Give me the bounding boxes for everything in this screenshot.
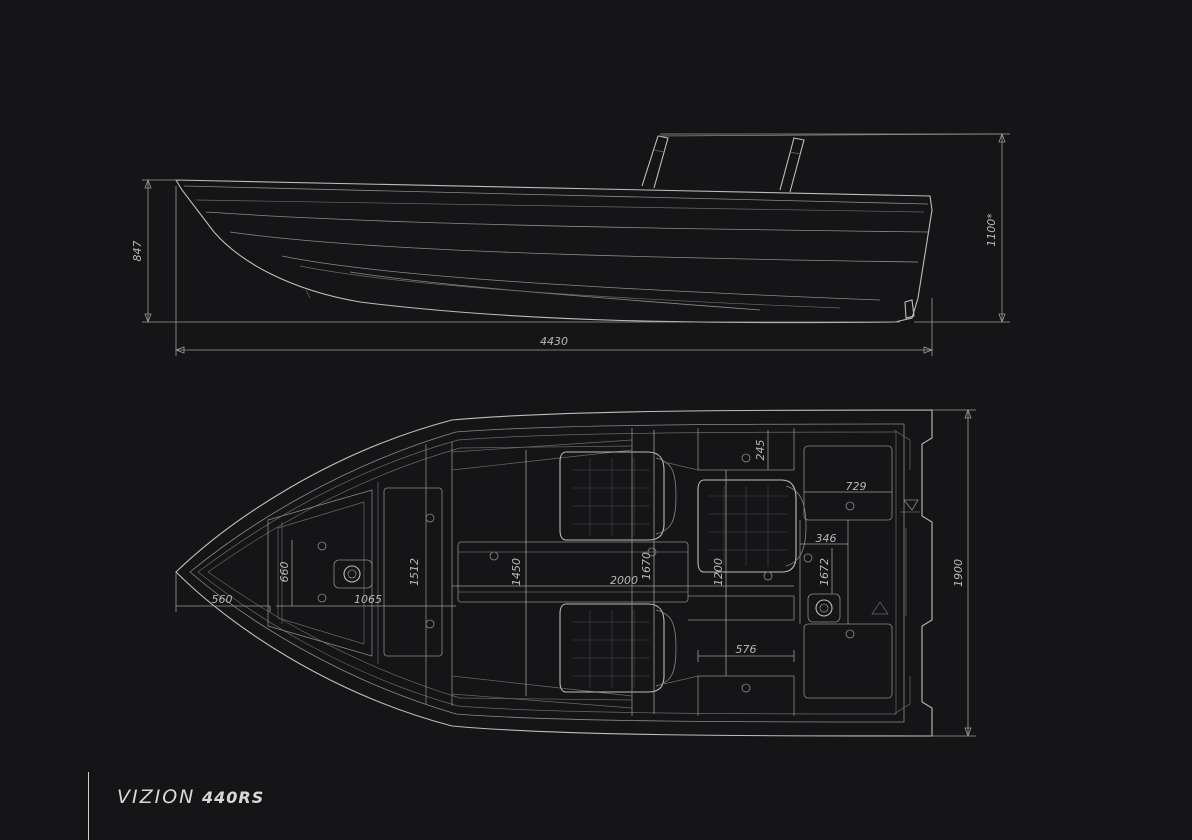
dim-transom-width-label: 1672 bbox=[818, 558, 831, 586]
dim-seat-gap-label: 576 bbox=[736, 643, 757, 656]
dim-bow-hatch-length-label: 1065 bbox=[354, 593, 382, 606]
dim-stern-gap-label: 346 bbox=[816, 532, 837, 545]
brand-divider: VIZION 440RS bbox=[88, 772, 89, 840]
seat-front-starboard bbox=[560, 604, 676, 692]
plan-view: 1900 560 660 1065 1512 1450 2000 1670 12… bbox=[176, 410, 976, 736]
side-view: 4430 847 1100* bbox=[131, 134, 1010, 356]
brand-model: 440RS bbox=[202, 788, 264, 807]
center-bench bbox=[458, 542, 688, 602]
dim-beam-label: 1900 bbox=[952, 559, 965, 587]
side-console-post-rear bbox=[780, 138, 804, 192]
dim-stern-hatch-label: 729 bbox=[846, 480, 867, 493]
side-strake-2 bbox=[230, 232, 918, 262]
plan-gunwale-inner bbox=[190, 424, 904, 722]
seat-front-port bbox=[560, 452, 676, 540]
dim-floor-length-label: 2000 bbox=[610, 574, 638, 587]
side-console-post-front bbox=[642, 136, 668, 188]
side-strake-4 bbox=[350, 272, 760, 310]
dim-deck-width-label: 1670 bbox=[640, 552, 653, 580]
dim-bow-offset-label: 560 bbox=[212, 593, 233, 606]
dim-bow-hatch-width-label: 660 bbox=[278, 562, 291, 583]
dim-console-height-label: 1100* bbox=[985, 213, 998, 247]
dim-height-label: 847 bbox=[131, 241, 144, 262]
stern-hatch-starboard bbox=[804, 624, 892, 698]
dim-bench-width-label: 1450 bbox=[510, 558, 523, 586]
dim-center-hatch-label: 1512 bbox=[408, 558, 421, 586]
side-strake-1 bbox=[206, 212, 928, 232]
dim-cockpit-width-label: 1200 bbox=[712, 558, 725, 586]
dim-length-label: 4430 bbox=[540, 335, 568, 348]
side-strake-3 bbox=[282, 256, 880, 300]
dim-side-gap-label: 245 bbox=[754, 440, 767, 461]
brand-name: VIZION bbox=[117, 786, 195, 808]
brand-logo: VIZION 440RS bbox=[117, 786, 264, 808]
